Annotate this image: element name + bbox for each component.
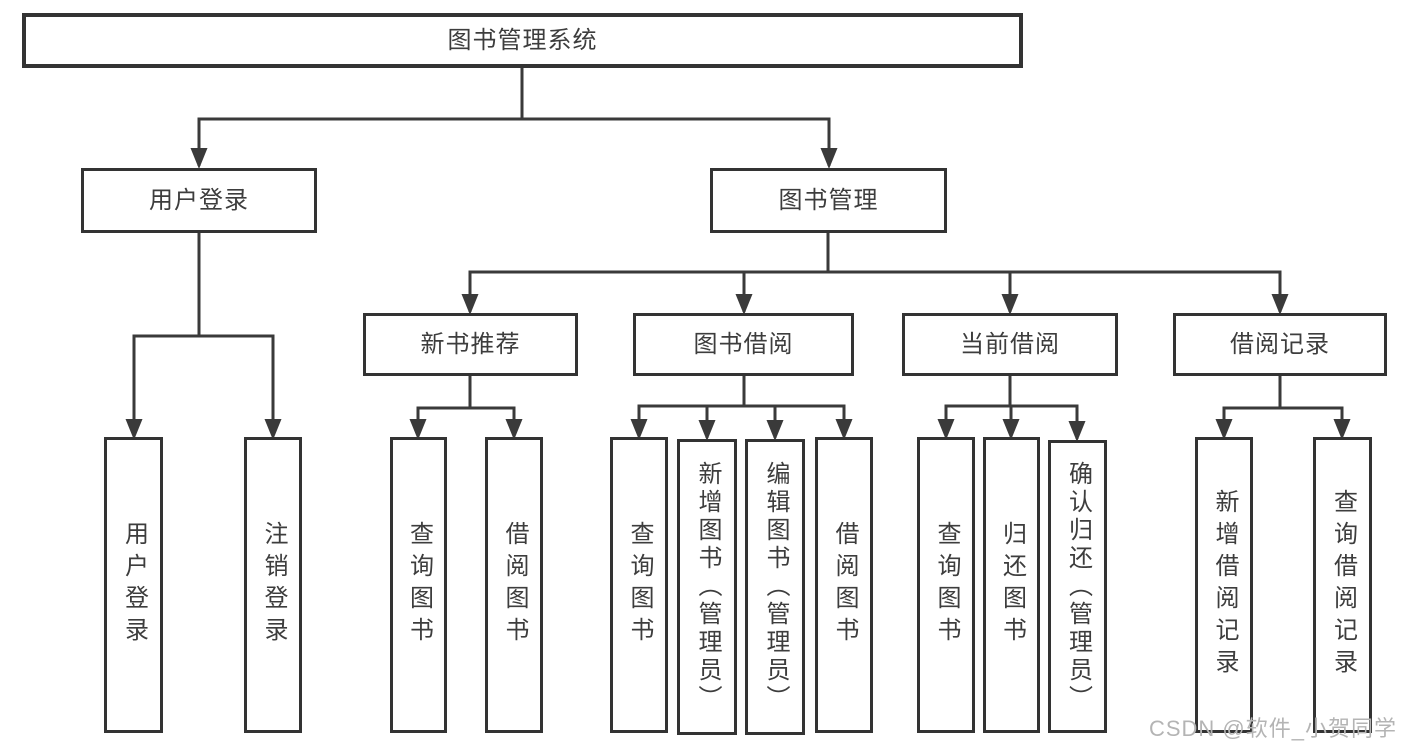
node-current-borrow: 当前借阅 xyxy=(902,313,1118,376)
leaf-add-book-admin: 新增图书（管理员） xyxy=(677,439,737,735)
node-label: 当前借阅 xyxy=(960,330,1060,358)
node-label: 用户登录 xyxy=(120,521,148,649)
node-label: 借阅记录 xyxy=(1230,330,1330,358)
leaf-confirm-return-admin: 确认归还（管理员） xyxy=(1048,440,1107,733)
node-label: 查询图书 xyxy=(405,521,433,649)
node-label: 图书管理系统 xyxy=(447,26,598,54)
leaf-return-books: 归还图书 xyxy=(983,437,1040,733)
node-user-login: 用户登录 xyxy=(81,168,317,233)
node-label: 查询借阅记录 xyxy=(1329,489,1357,681)
node-book-management: 图书管理 xyxy=(710,168,947,233)
leaf-query-books-recommend: 查询图书 xyxy=(390,437,447,733)
node-new-book-recommend: 新书推荐 xyxy=(363,313,578,376)
node-label: 图书借阅 xyxy=(693,330,794,358)
node-label: 借阅图书 xyxy=(831,521,858,649)
node-label: 用户登录 xyxy=(149,186,249,214)
node-book-borrow: 图书借阅 xyxy=(633,313,854,376)
node-label: 新增借阅记录 xyxy=(1211,489,1238,681)
node-label: 查询图书 xyxy=(626,521,653,649)
node-borrow-records: 借阅记录 xyxy=(1173,313,1387,376)
leaf-query-books-borrow: 查询图书 xyxy=(610,437,668,733)
node-label: 注销登录 xyxy=(260,521,287,649)
leaf-borrow-books: 借阅图书 xyxy=(815,437,873,733)
node-label: 编辑图书（管理员） xyxy=(762,461,789,713)
leaf-user-login: 用户登录 xyxy=(104,437,163,733)
node-label: 确认归还（管理员） xyxy=(1064,460,1092,713)
leaf-logout-login: 注销登录 xyxy=(244,437,302,733)
node-label: 新增图书（管理员） xyxy=(694,461,721,713)
csdn-watermark: CSDN @软件_小贺同学 xyxy=(1148,716,1397,741)
node-label: 借阅图书 xyxy=(501,521,528,649)
node-library-system: 图书管理系统 xyxy=(22,13,1023,68)
leaf-edit-book-admin: 编辑图书（管理员） xyxy=(745,439,805,735)
leaf-query-borrow-record: 查询借阅记录 xyxy=(1313,437,1372,733)
leaf-query-books-current: 查询图书 xyxy=(917,437,975,733)
leaf-borrow-books-recommend: 借阅图书 xyxy=(485,437,543,733)
leaf-add-borrow-record: 新增借阅记录 xyxy=(1195,437,1253,733)
node-label: 新书推荐 xyxy=(420,330,521,358)
node-label: 图书管理 xyxy=(778,186,879,214)
node-label: 归还图书 xyxy=(998,521,1026,649)
node-label: 查询图书 xyxy=(933,521,960,649)
